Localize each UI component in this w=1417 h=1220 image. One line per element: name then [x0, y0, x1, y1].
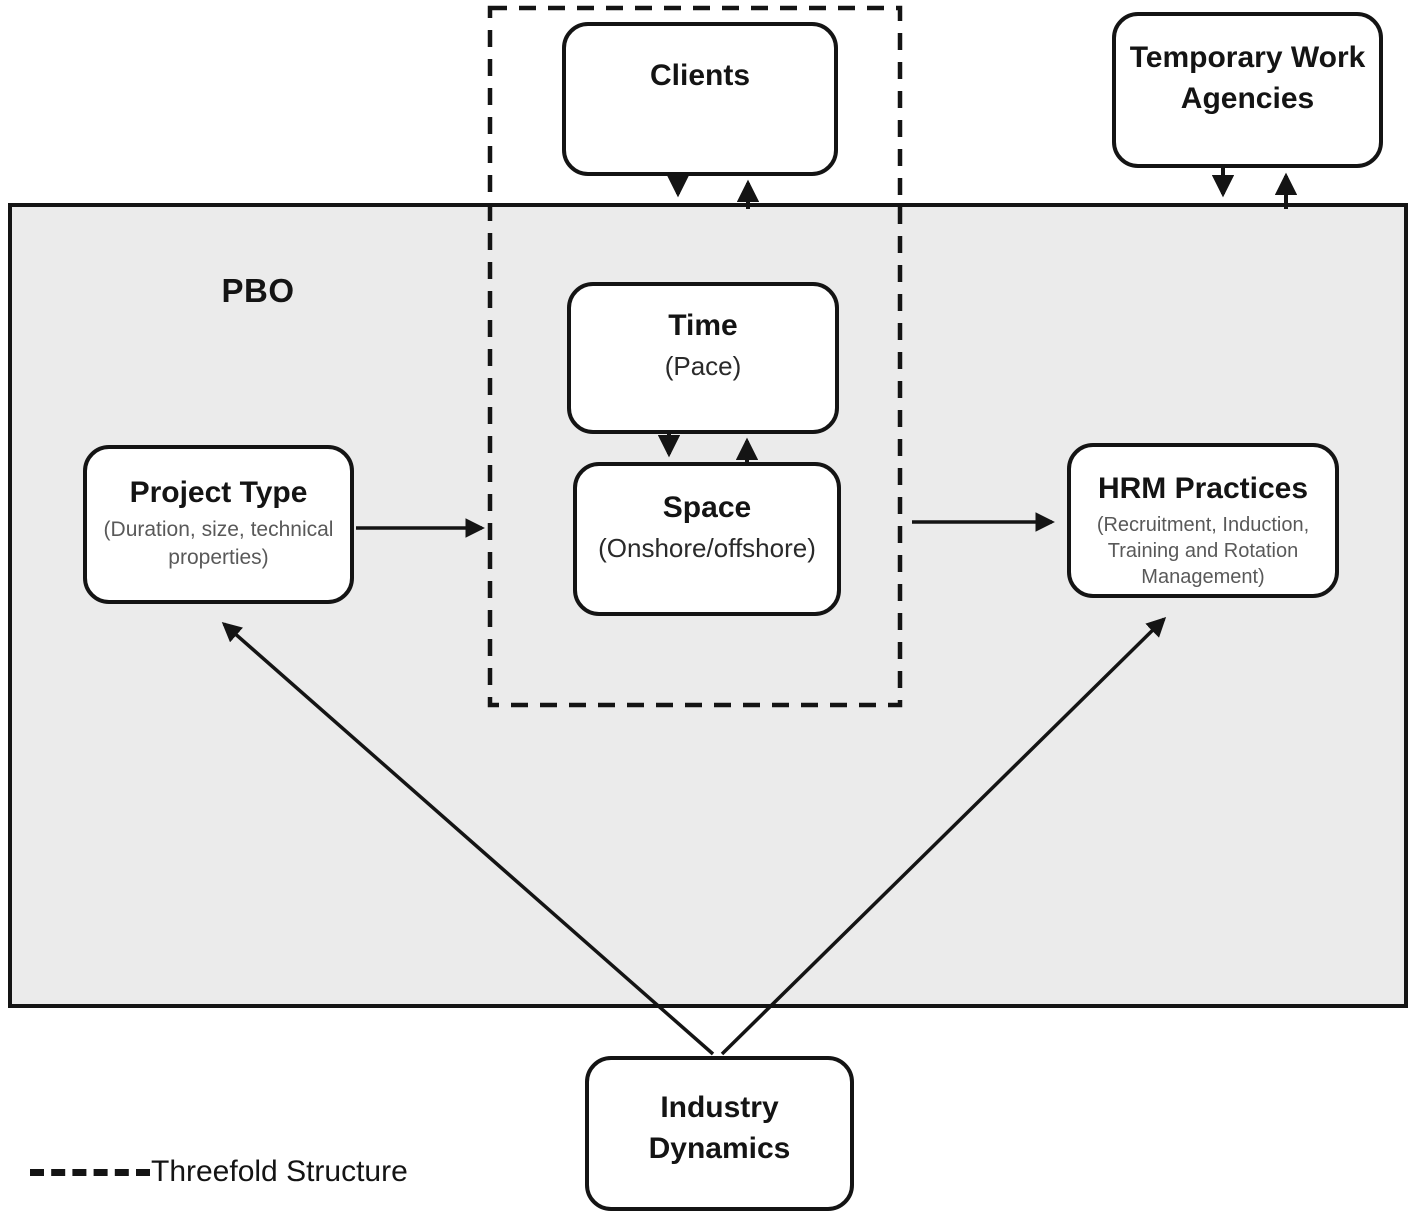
- node-space-title: Space: [662, 491, 752, 524]
- node-industry-dynamics: Industry Dynamics: [585, 1056, 854, 1211]
- node-hrm-practices: HRM Practices (Recruitment, Induction, T…: [1067, 443, 1339, 598]
- node-space-subtitle: (Onshore/offshore): [598, 532, 816, 563]
- node-project-type: Project Type (Duration, size, technical …: [83, 445, 354, 604]
- node-time-subtitle: (Pace): [664, 350, 742, 381]
- node-time: Time (Pace): [567, 282, 839, 434]
- node-space: Space (Onshore/offshore): [573, 462, 841, 616]
- node-temporary-work-agencies-title: Temporary Work Agencies: [1129, 41, 1366, 115]
- node-project-type-subtitle: (Duration, size, technical properties): [103, 517, 334, 569]
- node-hrm-practices-title: HRM Practices: [1097, 472, 1309, 505]
- legend-dashed-line: [30, 1168, 150, 1176]
- node-industry-dynamics-title: Industry Dynamics: [648, 1091, 791, 1165]
- node-clients: Clients: [562, 22, 838, 176]
- legend-label: Threefold Structure: [151, 1155, 408, 1188]
- pbo-label: PBO: [221, 272, 295, 309]
- node-clients-title: Clients: [649, 59, 751, 92]
- node-time-title: Time: [668, 309, 738, 342]
- node-temporary-work-agencies: Temporary Work Agencies: [1112, 12, 1383, 168]
- node-project-type-title: Project Type: [129, 476, 308, 509]
- legend: Threefold Structure: [30, 1150, 408, 1194]
- node-hrm-practices-subtitle: (Recruitment, Induction, Training and Ro…: [1096, 513, 1310, 588]
